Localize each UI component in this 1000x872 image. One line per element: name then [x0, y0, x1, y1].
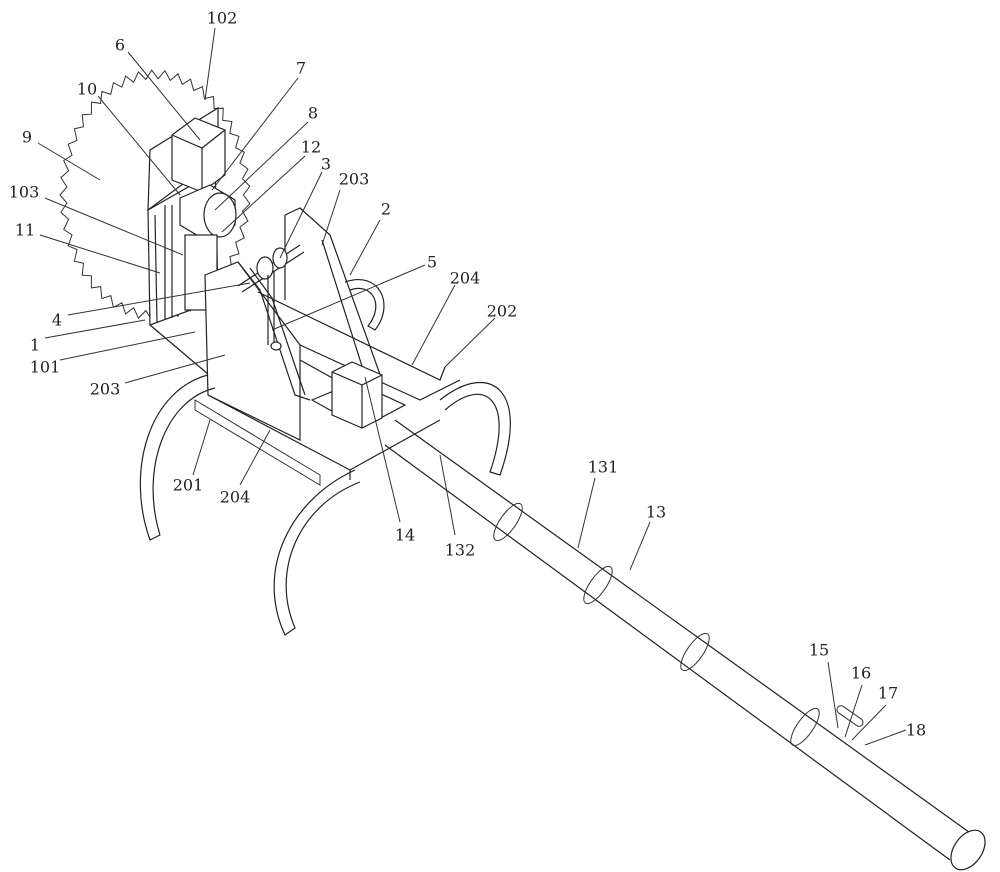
label-3: 3: [320, 154, 332, 174]
label-13: 13: [645, 502, 667, 522]
label-204-bottom: 204: [219, 487, 251, 507]
label-103: 103: [8, 182, 40, 202]
leader-lines: [37, 27, 907, 746]
label-131: 131: [587, 457, 619, 477]
label-14: 14: [394, 525, 416, 545]
pole-13: [384, 419, 986, 871]
label-2: 2: [380, 199, 392, 219]
base-frame: [194, 291, 461, 486]
label-202: 202: [486, 301, 518, 321]
label-6: 6: [114, 35, 126, 55]
label-5: 5: [426, 252, 438, 272]
label-15: 15: [808, 640, 830, 660]
gear-housing: [164, 184, 237, 320]
label-132: 132: [444, 540, 476, 560]
label-12: 12: [300, 137, 322, 157]
label-101: 101: [29, 357, 61, 377]
label-203-bottom: 203: [89, 379, 121, 399]
label-204-top: 204: [449, 268, 481, 288]
label-7: 7: [295, 58, 307, 78]
label-16: 16: [850, 663, 872, 683]
label-203-top: 203: [338, 169, 370, 189]
label-11: 11: [14, 220, 36, 240]
label-102: 102: [206, 8, 238, 28]
motor-14: [310, 361, 407, 429]
label-17: 17: [877, 683, 899, 703]
label-9: 9: [21, 127, 33, 147]
bearing-shaft: [237, 244, 305, 351]
label-1: 1: [29, 335, 41, 355]
label-18: 18: [905, 720, 927, 740]
label-8: 8: [307, 103, 319, 123]
motor-6: [171, 117, 226, 193]
label-10: 10: [76, 79, 98, 99]
label-201: 201: [172, 475, 204, 495]
label-4: 4: [51, 310, 63, 330]
hooks: [139, 279, 511, 636]
